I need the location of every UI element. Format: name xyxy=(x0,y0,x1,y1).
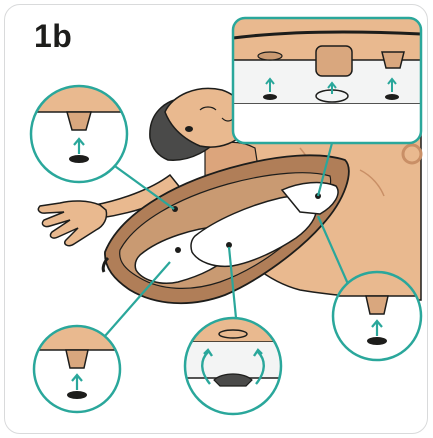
snap-fastener-release-icon xyxy=(366,296,388,314)
snap-fastener-release-icon xyxy=(66,350,88,368)
button-lift-release-icon xyxy=(214,374,252,386)
callout-top-right xyxy=(233,18,421,143)
callout-bottom-middle xyxy=(180,318,290,414)
manikin-hand xyxy=(38,201,106,246)
snap-fastener-release-icon xyxy=(67,112,91,130)
callout-bottom-left xyxy=(30,326,125,412)
callout-top-left xyxy=(20,86,140,182)
